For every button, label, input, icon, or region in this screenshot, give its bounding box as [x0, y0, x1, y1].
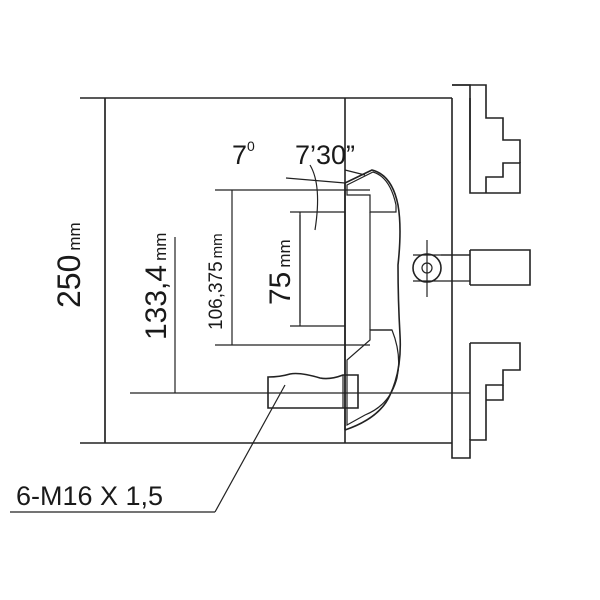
- dim-106-label: 106,375mm: [206, 233, 227, 330]
- dim-133-label: 133,4mm: [140, 233, 173, 340]
- angle-7-label: 70: [232, 138, 255, 170]
- t-slot-nut: [267, 372, 359, 409]
- thread-label: 6-M16 X 1,5: [16, 481, 163, 511]
- overall-height-label: 250mm: [51, 222, 87, 308]
- dim-75-label: 75mm: [264, 239, 297, 305]
- thread-leader: [10, 384, 286, 513]
- jaw-insert: [344, 169, 402, 431]
- angle-annotations: [285, 164, 366, 231]
- bore-lines: [130, 189, 470, 394]
- body-outline: [80, 97, 453, 444]
- pin-assembly: [412, 240, 470, 297]
- angle-730-label: 7’30”: [295, 140, 355, 170]
- dimension-labels: 250mm 133,4mm 106,375mm 75mm 70 7’30” 6-…: [16, 138, 355, 511]
- stepped-profile: [451, 84, 531, 459]
